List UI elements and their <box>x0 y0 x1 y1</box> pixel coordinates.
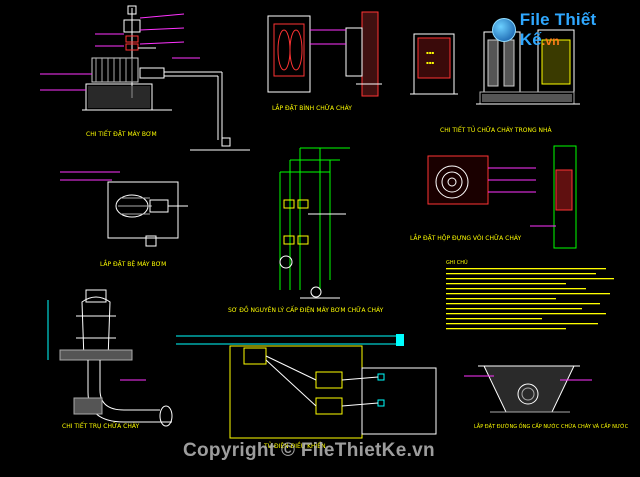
power-diagram-drawing <box>279 147 350 299</box>
svg-text:▪▪▪: ▪▪▪ <box>426 60 434 65</box>
site-logo: File Thiết Kế.vn <box>492 10 640 50</box>
fire-cabinet-title: CHI TIẾT TỦ CHỮA CHÁY TRONG NHÀ <box>440 126 553 134</box>
hydrant-drawing <box>47 289 173 427</box>
pipe-trench-drawing <box>464 365 592 413</box>
control-panel-drawing <box>176 334 437 439</box>
logo-suffix: .vn <box>541 34 560 48</box>
notes-block: GHI CHÚ <box>446 259 614 330</box>
extinguisher-box-drawing <box>267 11 382 97</box>
hose-cabinet-title: LẮP ĐẶT HỘP ĐỰNG VÒI CHỮA CHÁY <box>410 234 521 242</box>
extinguisher-box-title: LẮP ĐẶT BÌNH CHỮA CHÁY <box>272 104 352 112</box>
copyright-watermark: Copyright © FileThietKe.vn <box>183 440 435 461</box>
fire-cabinet-drawing: ▪▪▪ ▪▪▪ <box>410 29 580 105</box>
power-diagram-title: SƠ ĐỒ NGUYÊN LÝ CẤP ĐIỆN MÁY BƠM CHỮA CH… <box>228 305 384 314</box>
logo-text: File Thiết Kế.vn <box>520 10 640 50</box>
control-panel-title: TỦ ĐIỆN ĐIỀU KHIỂN <box>263 442 326 450</box>
pump-detail-title: CHI TIẾT ĐẶT MÁY BƠM <box>86 130 157 138</box>
notes-heading: GHI CHÚ <box>446 259 468 266</box>
globe-icon <box>492 18 516 42</box>
logo-main: File Thiết Kế <box>519 10 597 49</box>
hose-cabinet-drawing <box>427 145 577 249</box>
pipe-trench-title: LẮP ĐẶT ĐƯỜNG ỐNG CẤP NƯỚC CHỮA CHÁY VÀ … <box>474 422 629 430</box>
pump-detail-drawing <box>40 5 250 151</box>
pump-base-drawing <box>60 171 188 247</box>
hydrant-title: CHI TIẾT TRỤ CHỮA CHÁY <box>62 422 140 430</box>
pump-base-title: LẮP ĐẶT BỆ MÁY BƠM <box>100 260 166 268</box>
svg-text:▪▪▪: ▪▪▪ <box>426 50 434 55</box>
